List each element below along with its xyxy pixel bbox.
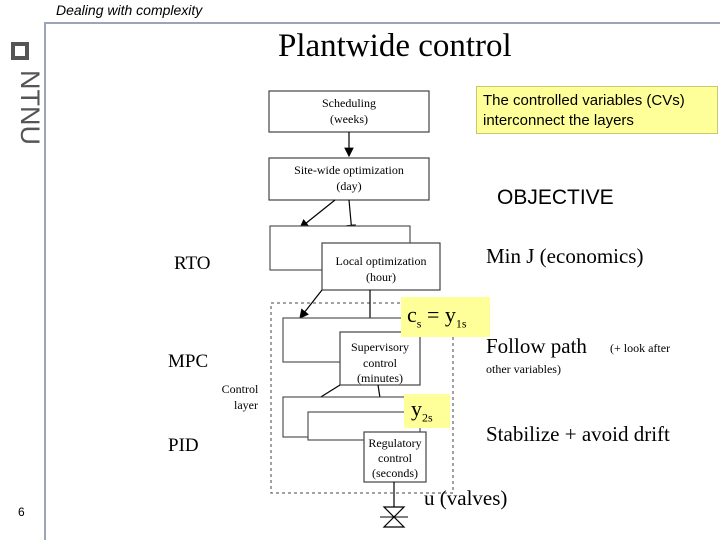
- slide-number: 6: [18, 505, 25, 519]
- mpc-label: MPC: [168, 351, 209, 372]
- callout-line-1: The controlled variables (CVs): [483, 92, 685, 109]
- local-label: Local optimization: [336, 254, 427, 268]
- stabilize-label: Stabilize + avoid drift: [486, 422, 670, 446]
- supervisory-period: (minutes): [357, 371, 403, 385]
- valve-icon: [380, 506, 408, 528]
- kicker: Dealing with complexity: [56, 2, 203, 18]
- y2s-label: y2s: [411, 396, 433, 425]
- control-layer-label-1: Control: [222, 382, 259, 396]
- pid-label: PID: [168, 435, 199, 456]
- header-rule: [44, 22, 720, 24]
- cs-highlight: [401, 297, 490, 337]
- local-optimization-block: Local optimization (hour): [269, 225, 441, 291]
- supervisory-block: Supervisory control (minutes): [282, 317, 421, 386]
- sitewide-label: Site-wide optimization: [294, 163, 404, 177]
- follow-note-2: other variables): [486, 362, 561, 376]
- supervisory-sub: control: [363, 356, 398, 370]
- follow-path-label: Follow path: [486, 334, 587, 358]
- sitewide-block: Site-wide optimization (day): [268, 157, 430, 201]
- scheduling-period: (weeks): [330, 112, 368, 126]
- sidebar: NTNU: [0, 0, 44, 540]
- min-j-label: Min J (economics): [486, 244, 644, 268]
- scheduling-block: Scheduling (weeks): [268, 90, 430, 133]
- supervisory-label: Supervisory: [351, 340, 409, 354]
- side-rule: [44, 22, 46, 540]
- callout-line-2: interconnect the layers: [483, 112, 634, 129]
- control-layer-label-2: layer: [234, 398, 258, 412]
- cv-callout: The controlled variables (CVs) interconn…: [476, 86, 718, 134]
- control-layer-frame: [270, 302, 454, 494]
- page-title: Plantwide control: [278, 28, 512, 64]
- u-valves-label: u (valves): [424, 486, 508, 510]
- local-period: (hour): [366, 270, 396, 284]
- sitewide-period: (day): [336, 179, 361, 193]
- y2s-highlight: [404, 394, 450, 428]
- regulatory-sub: control: [378, 451, 413, 465]
- follow-note-1: (+ look after: [610, 341, 671, 355]
- regulatory-block: Regulatory control (seconds): [282, 396, 427, 483]
- ntnu-logo: NTNU: [11, 42, 40, 145]
- rto-label: RTO: [174, 253, 211, 274]
- arrow-local-supervisory-a: [299, 289, 323, 319]
- arrow-sitewide-local-a: [299, 199, 336, 229]
- logo-text: NTNU: [15, 70, 40, 145]
- objective-heading: OBJECTIVE: [497, 186, 614, 209]
- cs-equals-y1s: cs = y1s: [407, 302, 467, 331]
- scheduling-label: Scheduling: [322, 96, 376, 110]
- regulatory-label: Regulatory: [368, 436, 421, 450]
- regulatory-period: (seconds): [372, 466, 418, 480]
